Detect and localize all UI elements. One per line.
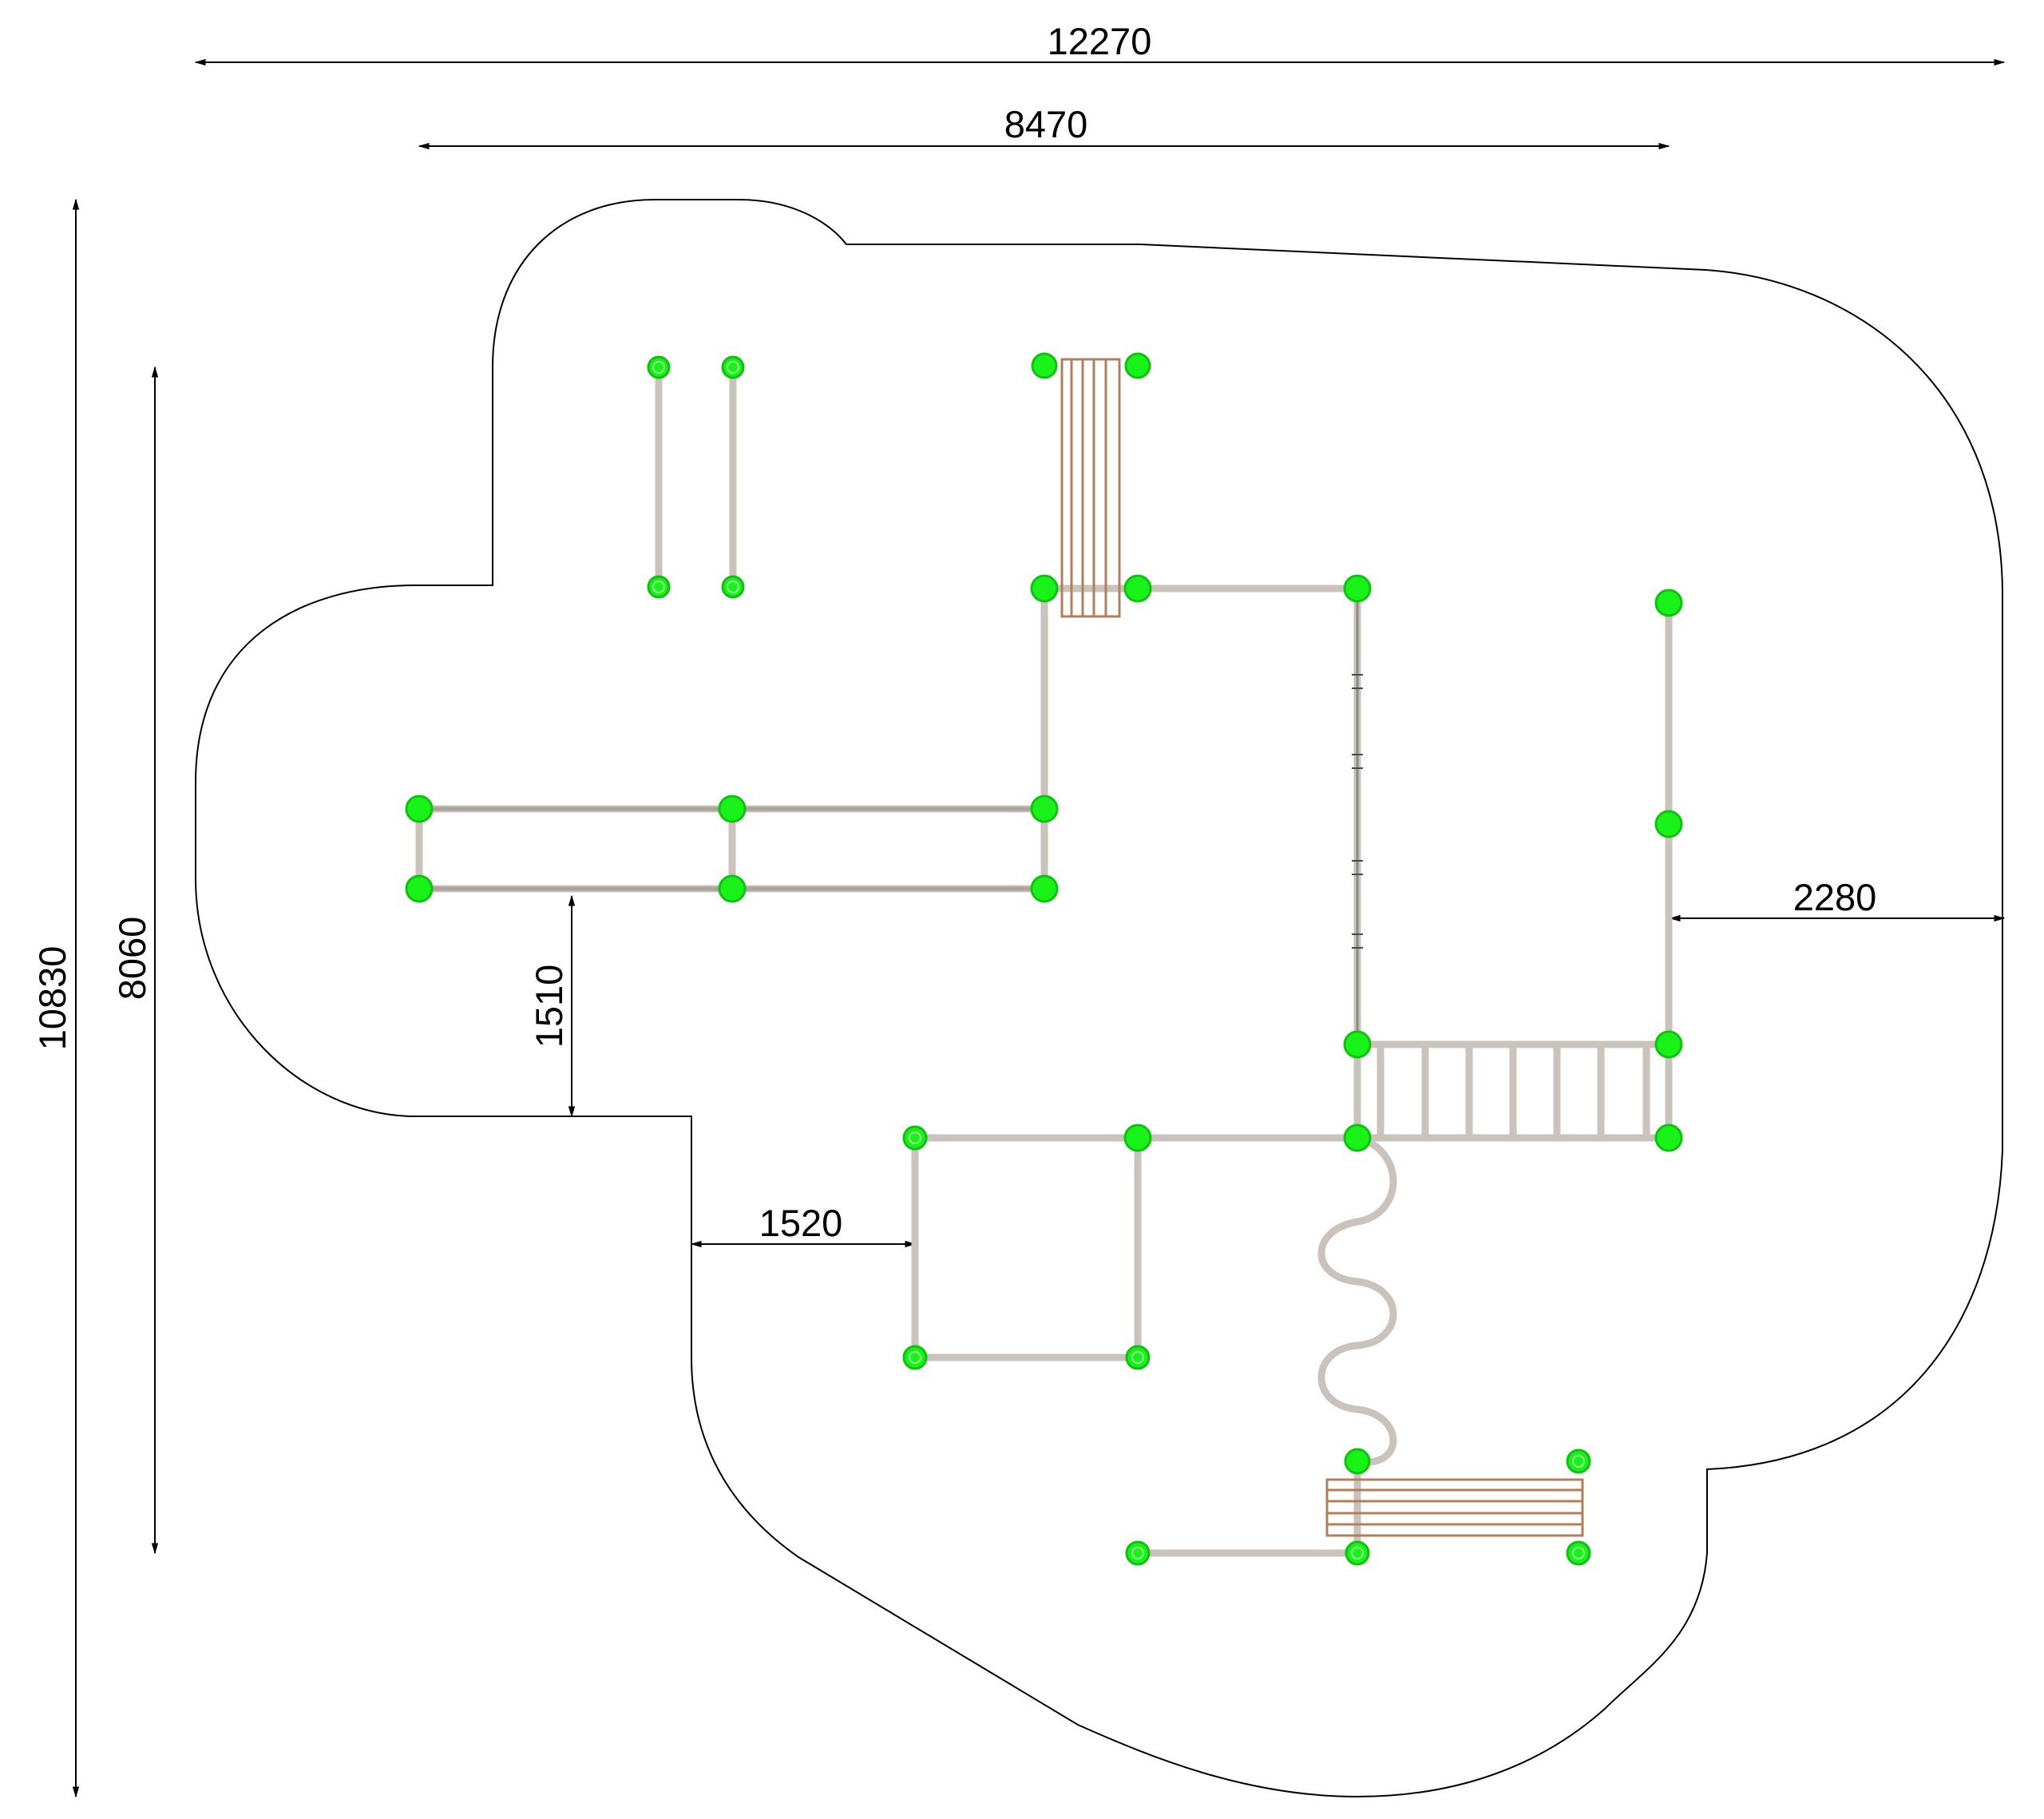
dimension-label: 1520 (759, 1202, 843, 1244)
dimension-label: 10830 (31, 946, 73, 1051)
rope-knots (1352, 674, 1363, 949)
post (1654, 588, 1683, 617)
post (1343, 574, 1372, 603)
post (718, 795, 747, 823)
dimension-gap-left: 1520 (690, 1202, 917, 1248)
post (405, 874, 434, 903)
dimension-gap-right: 2280 (1669, 876, 2006, 922)
posts (405, 352, 1683, 1566)
post (1654, 1124, 1683, 1152)
post (1566, 1540, 1591, 1566)
equipment-bars (415, 363, 1673, 1557)
post (1654, 1030, 1683, 1059)
post (1030, 795, 1059, 823)
dimension-label: 8060 (111, 917, 153, 1001)
post (647, 575, 671, 599)
post (1030, 874, 1059, 903)
post (1343, 1124, 1372, 1152)
post (718, 874, 747, 903)
post (721, 575, 745, 599)
post (1566, 1448, 1591, 1474)
post (1124, 352, 1151, 379)
safety-zone-outline (195, 199, 2003, 1798)
post (1123, 574, 1152, 603)
post (1031, 352, 1058, 379)
post (1030, 574, 1059, 603)
post (1125, 1345, 1151, 1370)
post (1345, 1540, 1370, 1566)
post (1125, 1540, 1151, 1566)
dimension-inner-width: 8470 (418, 103, 1670, 150)
dimension-gap-vertical: 1510 (528, 894, 576, 1118)
post (647, 355, 671, 379)
dimension-label: 12270 (1048, 20, 1152, 62)
post (405, 795, 434, 823)
dimension-overall-height: 10830 (31, 198, 80, 1798)
post (1343, 1030, 1372, 1059)
post (1344, 1448, 1371, 1475)
dimension-label: 1510 (528, 965, 570, 1048)
dimension-inner-height: 8060 (111, 366, 159, 1555)
wooden-bench-vertical (1060, 358, 1121, 618)
post (902, 1345, 928, 1370)
post (902, 1125, 928, 1151)
dimension-label: 2280 (1793, 876, 1877, 918)
post (721, 355, 745, 379)
dimension-overall-width: 12270 (194, 20, 2006, 66)
post (1654, 810, 1683, 838)
wooden-bench-horizontal (1325, 1478, 1584, 1537)
post (1123, 1124, 1152, 1152)
dimension-label: 8470 (1004, 103, 1088, 145)
